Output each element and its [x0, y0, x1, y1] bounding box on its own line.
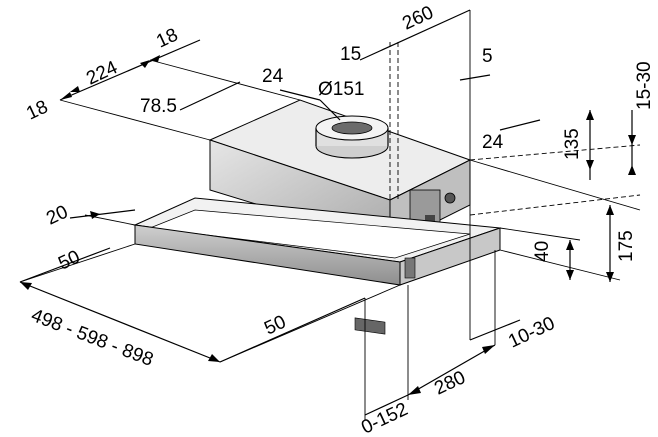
duct-outlet	[315, 115, 389, 159]
dim-135: 135	[562, 128, 583, 160]
dimension-lines	[19, 9, 636, 416]
dim-40: 40	[532, 241, 553, 262]
dim-15-30: 15-30	[634, 61, 655, 110]
dim-260: 260	[399, 2, 437, 34]
dim-224: 224	[83, 57, 121, 90]
dim-78-5: 78.5	[140, 96, 177, 117]
dim-15: 15	[340, 44, 361, 65]
dim-175: 175	[616, 230, 637, 262]
dim-5: 5	[482, 46, 493, 67]
dim-24-right: 24	[482, 132, 504, 153]
dim-18-left: 18	[23, 97, 51, 125]
dim-10-30: 10-30	[505, 313, 558, 353]
dim-24-top: 24	[262, 66, 284, 87]
dim-20: 20	[43, 202, 71, 230]
dim-50-bottom: 50	[261, 312, 289, 340]
dim-diameter-151: Ø151	[318, 79, 364, 100]
dim-18-top: 18	[153, 25, 181, 53]
dim-498-598-898: 498 - 598 - 898	[28, 305, 156, 371]
dim-50-left: 50	[55, 247, 83, 275]
hood-lower-frame	[133, 197, 501, 335]
dim-280: 280	[431, 367, 469, 399]
dim-0-152: 0-152	[358, 399, 411, 437]
